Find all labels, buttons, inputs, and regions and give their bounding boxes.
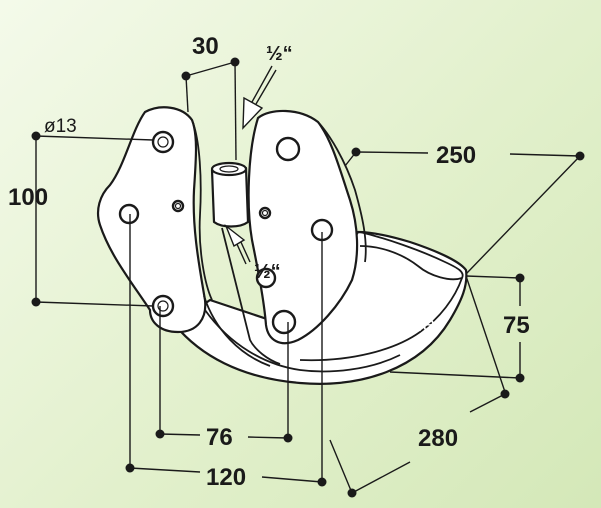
- dim-250-dot-left: [351, 147, 361, 157]
- valve-stem-2: [203, 295, 271, 367]
- label-pipe-top: 30: [192, 33, 219, 60]
- dim-120-dot-right: [317, 477, 327, 487]
- dim-100-ext-bottom: [35, 301, 154, 307]
- thread-side-arrow-shaft: [235, 239, 251, 265]
- label-depth: 75: [503, 312, 530, 339]
- dim-280-ext-bottom: [329, 439, 353, 494]
- watermark-text: horn21.de: [340, 313, 435, 336]
- label-height-holes: 100: [8, 184, 48, 211]
- dimension-labels: 30 ½“ ø13 100 250 ½“ 75 76 120 280 horn2…: [8, 33, 530, 491]
- dim-hole-leader: [35, 135, 154, 141]
- dimension-lines: [31, 57, 585, 498]
- hole-left-top: [151, 130, 175, 154]
- right-mounting-plate: [247, 109, 359, 345]
- label-spacing-inner: 76: [206, 424, 233, 451]
- drinking-bowl: [96, 106, 468, 385]
- bowl-shell: [204, 309, 401, 373]
- dim-100-dot-bottom: [31, 297, 41, 307]
- dim-75-ext-top: [465, 275, 521, 279]
- dim-280-ext-top: [465, 275, 506, 393]
- dim-250-dot-right: [575, 151, 585, 161]
- left-mounting-plate: [96, 106, 207, 334]
- dim-100-dot-top: [31, 131, 41, 141]
- label-total-width: 250: [436, 142, 476, 169]
- dim-250-ext-right: [465, 155, 581, 275]
- dim-120-line-right: [261, 476, 323, 483]
- screw-right: [258, 206, 272, 220]
- valve-pipe-opening: [219, 165, 239, 173]
- dim-30-ext-left: [185, 75, 189, 113]
- hole-right-bottom: [271, 309, 297, 335]
- label-spacing-outer: 120: [206, 464, 246, 491]
- dim-75-dot-bottom: [515, 373, 525, 383]
- dim-120-line-left: [129, 467, 201, 473]
- left-plate-flange: [191, 119, 213, 301]
- label-hole-dia: ø13: [44, 116, 77, 137]
- bowl-lip: [299, 277, 463, 362]
- label-thread-side: ½“: [254, 261, 281, 283]
- dim-30-line: [185, 61, 236, 77]
- hole-right-lower: [255, 267, 277, 289]
- dim-120-dot-left: [125, 463, 135, 473]
- screw-left-inner: [174, 202, 182, 210]
- screw-left: [171, 199, 185, 213]
- dim-280-line-bottom: [351, 461, 411, 494]
- hole-left-top-inner: [157, 136, 169, 148]
- label-thread-top: ½“: [266, 43, 293, 65]
- dim-75-ext-bottom: [389, 371, 521, 379]
- dim-250-line-right: [509, 153, 581, 157]
- dim-30-ext-right: [234, 61, 237, 161]
- label-total-depth: 280: [418, 425, 458, 452]
- valve-stem: [221, 227, 281, 365]
- dim-250-line-left: [355, 151, 429, 154]
- dim-76-line-left: [159, 433, 201, 436]
- thread-side-arrow-head: [224, 223, 246, 248]
- thread-top-arrow-shaft: [251, 65, 277, 105]
- dim-76-dot-right: [283, 433, 293, 443]
- hole-right-top: [275, 136, 301, 162]
- valve-pipe-top: [210, 161, 248, 177]
- thread-top-arrow-head: [242, 96, 264, 130]
- screw-right-inner: [261, 209, 269, 217]
- dim-280-dot-top: [500, 389, 510, 399]
- bowl-rim: [359, 231, 464, 281]
- dim-30-dot-left: [181, 71, 191, 81]
- hole-left-bottom: [151, 294, 175, 318]
- hole-left-middle: [118, 203, 140, 225]
- right-plate-flange: [317, 121, 367, 263]
- dim-30-dot-right: [230, 57, 240, 67]
- dim-76-line-right: [247, 436, 289, 439]
- dim-75-dot-top: [515, 273, 525, 283]
- dim-76-dot-left: [155, 429, 165, 439]
- valve-pipe: [210, 166, 250, 228]
- dim-280-dot-bottom: [347, 488, 357, 498]
- dim-280-line-top: [469, 393, 506, 413]
- hole-left-bottom-inner: [157, 300, 169, 312]
